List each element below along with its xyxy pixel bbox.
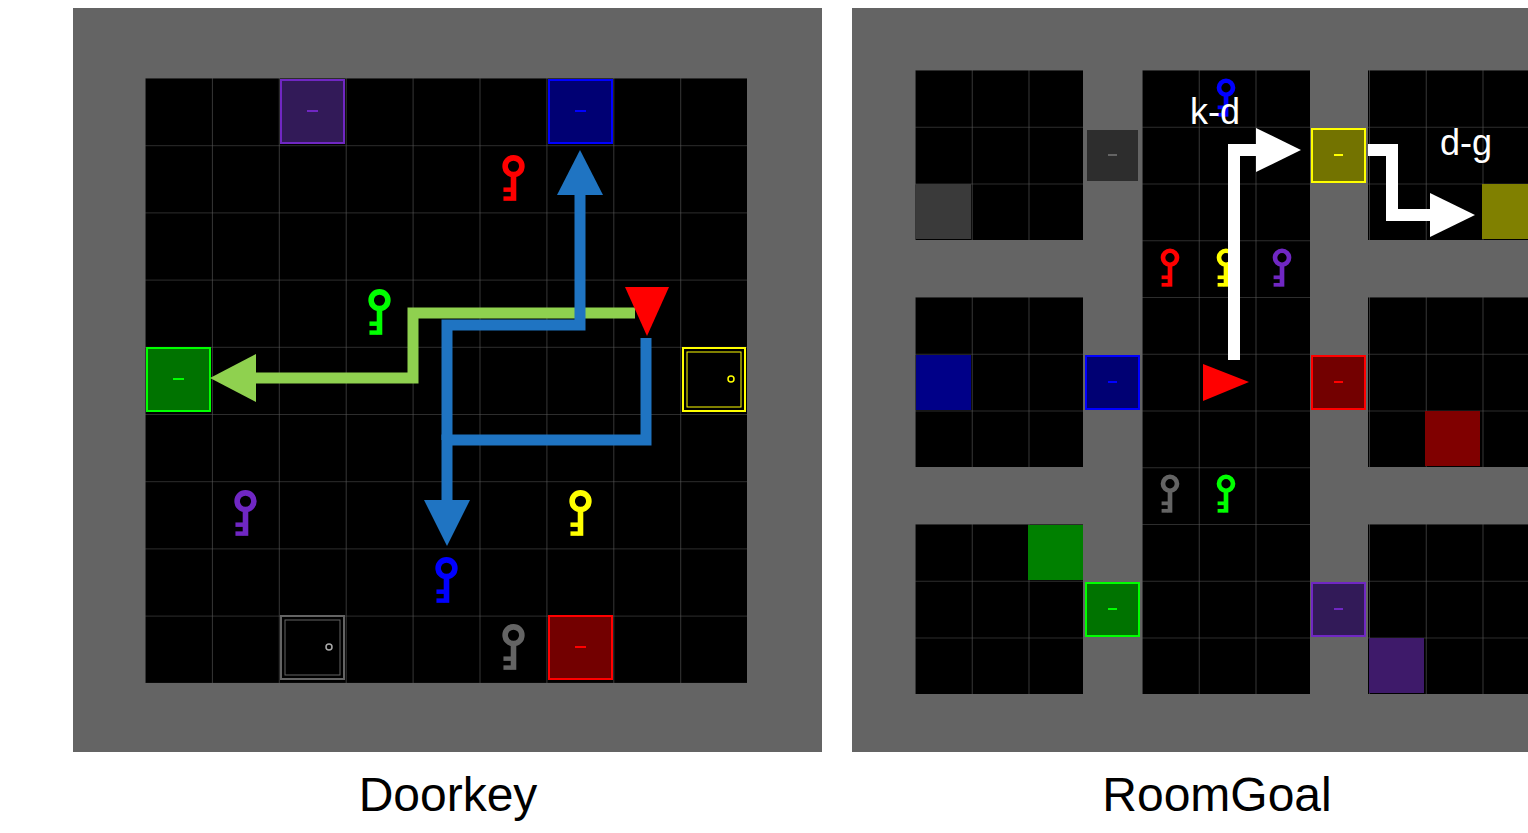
goal-square	[1425, 411, 1480, 466]
key-icon	[503, 627, 521, 670]
key-icon	[436, 560, 454, 603]
panel-caption: Doorkey	[359, 769, 538, 822]
key-icon	[235, 493, 253, 536]
locked-door	[1312, 583, 1365, 636]
locked-door	[1086, 129, 1139, 182]
locked-door	[1312, 129, 1365, 182]
locked-door	[549, 616, 612, 679]
grid-floor	[145, 78, 747, 683]
goal-square	[1028, 525, 1083, 580]
locked-door	[549, 80, 612, 143]
closed-door	[683, 348, 745, 411]
key-icon	[1218, 477, 1233, 513]
goal-square	[916, 184, 971, 239]
locked-door	[1086, 356, 1139, 409]
goal-square	[1482, 184, 1528, 239]
blue-path-arrow	[424, 150, 646, 546]
closed-door	[281, 616, 344, 679]
key-icon	[1274, 251, 1289, 287]
locked-door	[1086, 583, 1139, 636]
panel-ground	[73, 8, 822, 752]
grid-lines	[145, 78, 747, 683]
room-grid-lines	[915, 70, 1528, 694]
agent-triangle	[1203, 364, 1249, 401]
locked-door	[281, 80, 344, 143]
white-path-arrow	[1368, 150, 1475, 237]
key-icon	[503, 158, 521, 201]
key-icon	[1162, 251, 1177, 287]
room-floors	[915, 70, 1528, 694]
arrow-label: d-g	[1440, 123, 1492, 163]
agent-triangle	[625, 287, 669, 336]
locked-door	[147, 348, 210, 411]
key-icon	[369, 292, 387, 335]
locked-door	[1312, 356, 1365, 409]
white-path-arrow	[1234, 128, 1301, 360]
goal-square	[1369, 638, 1424, 693]
panel-caption: RoomGoal	[1102, 769, 1331, 822]
key-icon	[570, 493, 588, 536]
key-icon	[1162, 477, 1177, 513]
arrow-label: k-d	[1190, 92, 1240, 132]
goal-square	[916, 355, 971, 410]
